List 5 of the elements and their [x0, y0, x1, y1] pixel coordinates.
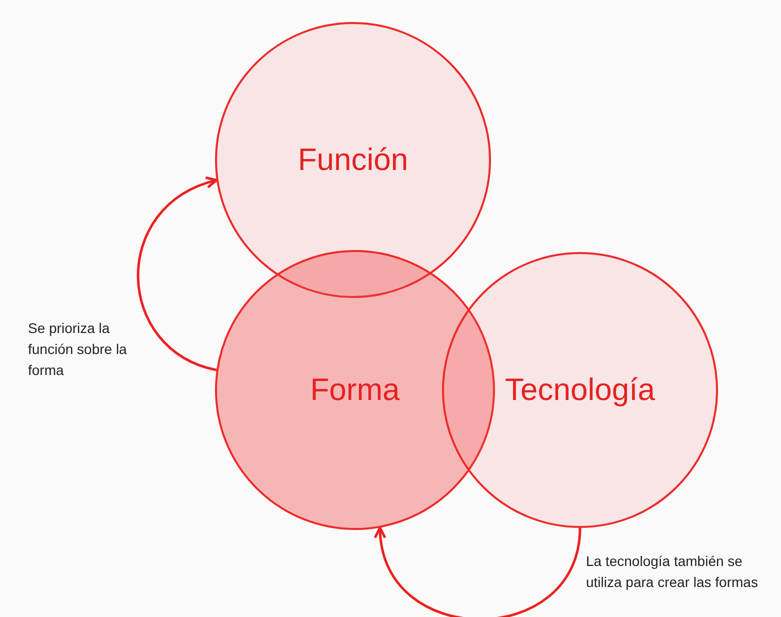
- circle-label: Tecnología: [505, 372, 655, 408]
- circle-label: Función: [298, 142, 408, 178]
- curved-arrow: [136, 178, 218, 372]
- curved-arrow: [375, 526, 582, 617]
- circle-label: Forma: [310, 372, 400, 408]
